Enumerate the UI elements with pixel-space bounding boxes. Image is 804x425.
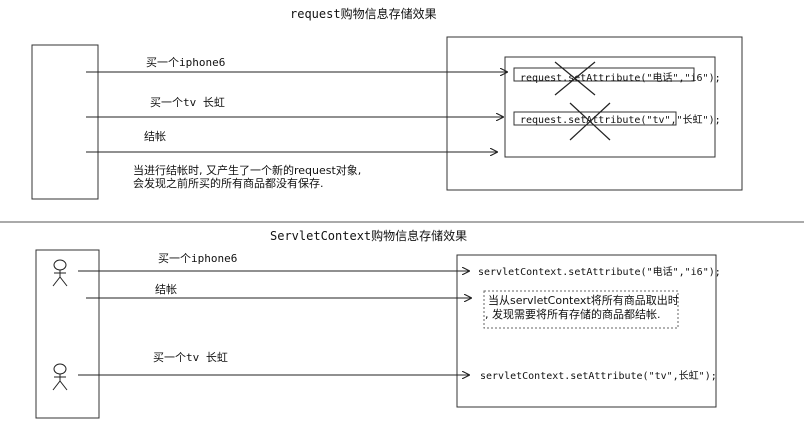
top-msg-buy-iphone: 买一个iphone6	[146, 56, 225, 69]
top-code-box-2	[513, 111, 677, 126]
user-icon	[52, 259, 68, 287]
top-cross-1b	[554, 61, 596, 96]
top-code-box-1	[513, 67, 695, 82]
top-code-line-1: request.setAttribute("电话","i6");	[520, 71, 721, 84]
bottom-client-box	[35, 249, 100, 419]
top-client-box	[31, 44, 99, 200]
top-msg-buy-tv: 买一个tv 长虹	[150, 96, 225, 109]
top-note-line-2: 会发现之前所买的所有商品都没有保存.	[133, 176, 324, 190]
bottom-note-box	[483, 290, 679, 329]
bottom-code-line-1: servletContext.setAttribute("电话","i6");	[478, 265, 721, 278]
top-msg-checkout: 结帐	[144, 130, 166, 143]
bottom-msg-checkout: 结帐	[155, 283, 177, 296]
user-icon	[52, 363, 68, 391]
top-cross-2b	[569, 102, 611, 141]
bottom-note-line-1: 当从servletContext将所有商品取出时	[488, 293, 679, 307]
bottom-note-line-2: , 发现需要将所有存储的商品都结帐.	[485, 307, 661, 321]
bottom-msg-buy-tv: 买一个tv 长虹	[153, 351, 228, 364]
top-request-box	[504, 56, 716, 158]
top-code-line-2: request.setAttribute("tv","长虹");	[520, 114, 721, 126]
bottom-code-line-2: servletContext.setAttribute("tv",长虹");	[480, 370, 717, 382]
top-note-line-1: 当进行结帐时, 又产生了一个新的request对象,	[133, 163, 361, 177]
top-server-box	[446, 36, 743, 191]
bottom-title: ServletContext购物信息存储效果	[270, 228, 467, 243]
bottom-msg-buy-iphone: 买一个iphone6	[158, 252, 237, 265]
top-title: request购物信息存储效果	[290, 6, 437, 21]
bottom-server-box	[456, 254, 717, 408]
